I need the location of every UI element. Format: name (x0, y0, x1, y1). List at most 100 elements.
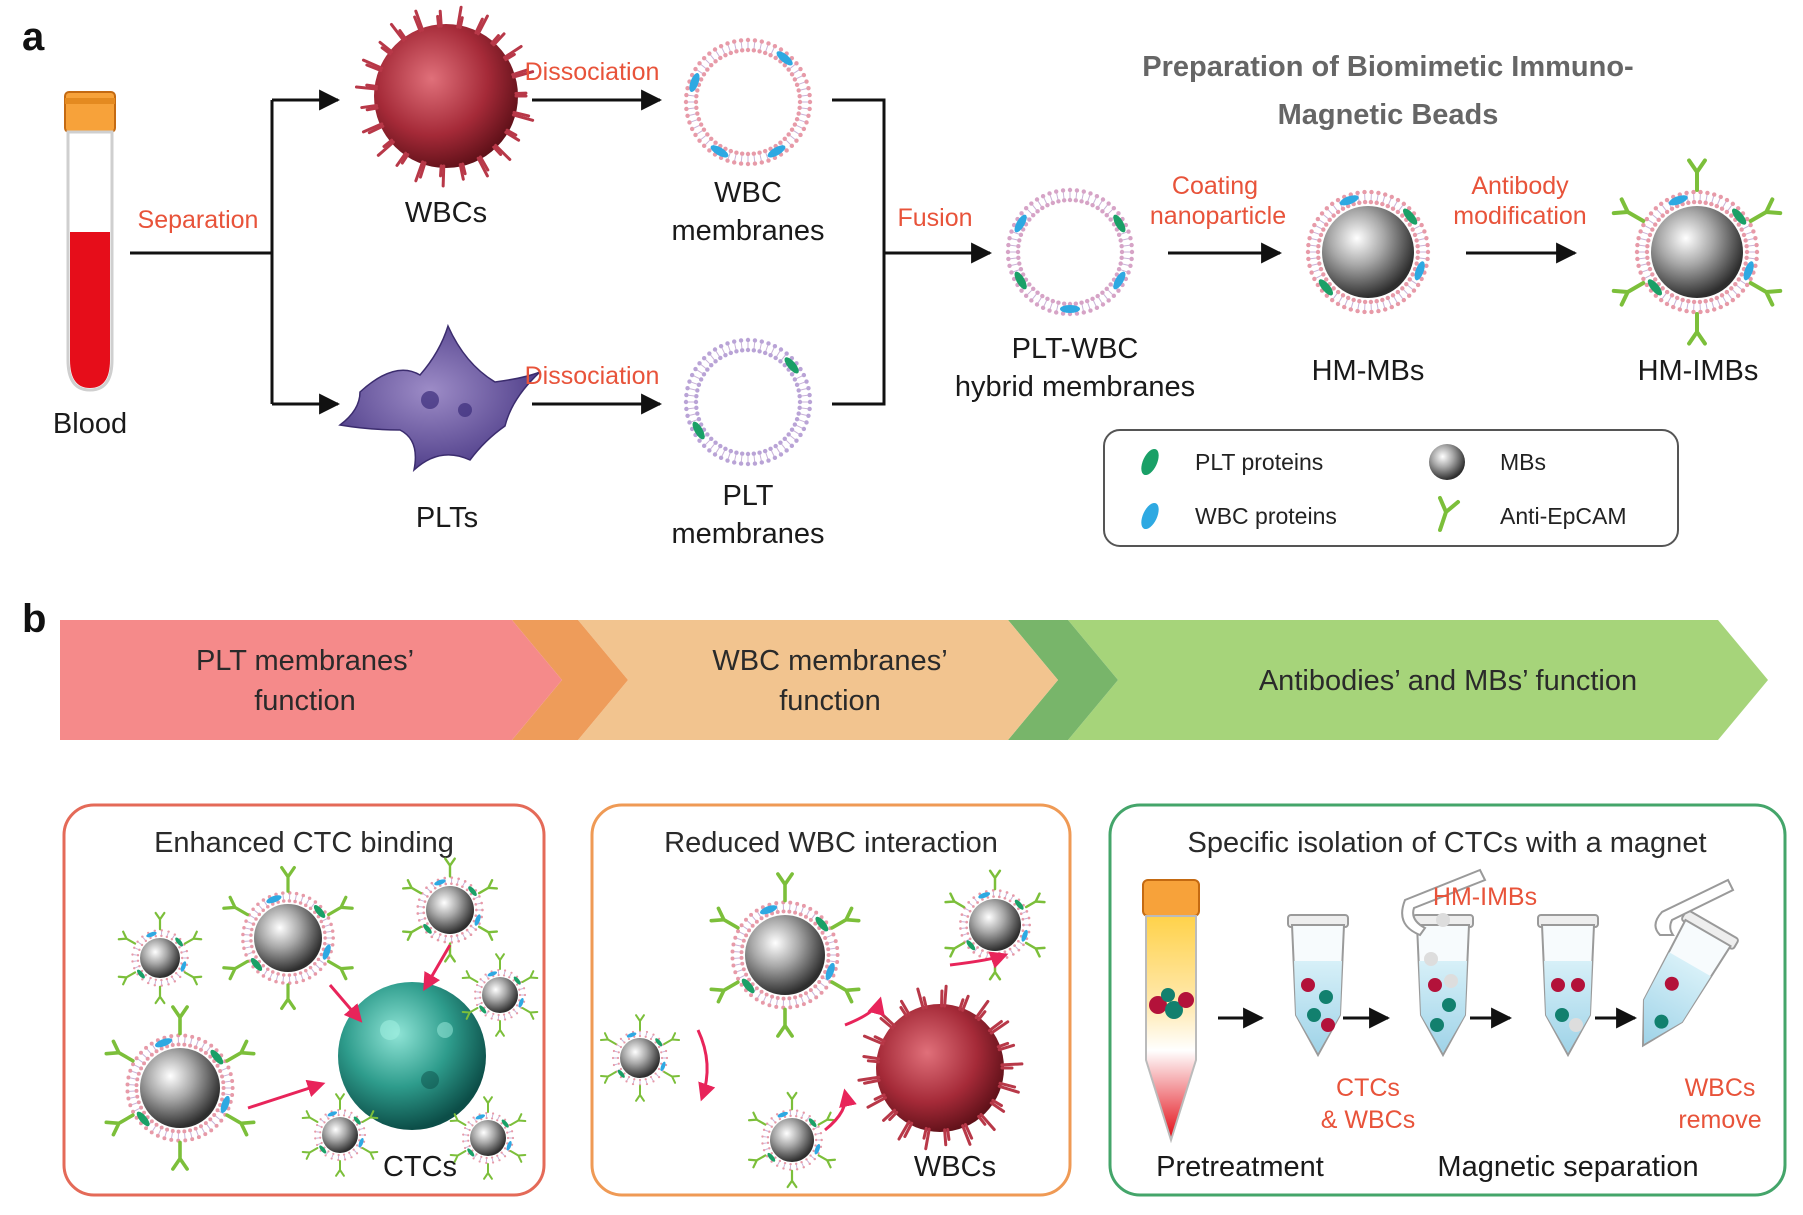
lipid-head (1724, 197, 1730, 203)
lipid-head (503, 969, 507, 972)
lipid-head (766, 1135, 770, 1139)
wbc-protein-icon (327, 1111, 338, 1117)
lipid-tail (148, 978, 151, 983)
lipid-head (497, 1013, 500, 1017)
lipid-head (693, 66, 698, 72)
lipid-head (1061, 301, 1067, 306)
lipid-head (1019, 288, 1024, 293)
lipid-head (1638, 229, 1643, 234)
lipid-head (709, 63, 714, 68)
lipid-head (352, 1148, 355, 1151)
lipid-head (762, 1128, 766, 1132)
lipid-head (649, 1037, 653, 1041)
lipid-head (1316, 243, 1321, 249)
lipid-tail (465, 1145, 469, 1149)
lipid-tail (1310, 257, 1317, 260)
lipid-head (759, 916, 764, 921)
lipid-head (1719, 206, 1725, 211)
lipid-head (616, 1056, 620, 1060)
lipid-head (1400, 286, 1405, 291)
cell-spike (511, 113, 535, 122)
lipid-head (327, 1150, 330, 1153)
lipid-head (1100, 302, 1106, 307)
wbc-protein-icon (777, 1111, 789, 1118)
lipid-tail (655, 1073, 659, 1077)
lipid-tail (740, 42, 743, 49)
lipid-tail (1747, 238, 1754, 241)
lipid-tail (1407, 285, 1413, 290)
antibody-icon (171, 1005, 189, 1036)
plt-protein-icon (313, 905, 326, 918)
lipid-head (1412, 232, 1418, 238)
lipid-head (782, 63, 787, 68)
lipid-tail (789, 435, 796, 440)
lipid-head (768, 52, 773, 58)
lipid-head (1419, 276, 1424, 282)
lipid-head (744, 933, 749, 938)
lipid-head (789, 1162, 792, 1166)
lipid-head (1395, 289, 1401, 295)
lipid-head (481, 908, 484, 912)
lipid-head (1415, 282, 1421, 288)
lipid-head (1307, 235, 1312, 241)
cell-spike (365, 63, 383, 72)
lipid-head (807, 399, 813, 405)
lipid-head (1674, 295, 1680, 301)
lipid-head (774, 1156, 777, 1159)
lipid-tail (689, 413, 696, 416)
lipid-head (959, 927, 962, 930)
lipid-tail (477, 984, 481, 988)
lipid-head (154, 978, 158, 982)
lipid-tail (1092, 300, 1097, 307)
lipid-head (657, 1045, 661, 1049)
plt-protein-icon (1014, 899, 1024, 910)
lipid-head (814, 1133, 817, 1136)
lipid-head (230, 1093, 235, 1097)
lipid-tail (1332, 293, 1338, 299)
lipid-head (468, 1128, 471, 1132)
lipid-head (337, 1108, 340, 1112)
lipid-head (1415, 255, 1420, 261)
lipid-head (820, 975, 825, 980)
lipid-tail (471, 926, 476, 930)
lipid-head (1714, 203, 1720, 209)
lipid-head (960, 934, 964, 937)
lipid-tail (497, 1156, 500, 1160)
lipid-head (814, 995, 819, 1000)
lipid-tail (1388, 198, 1392, 205)
lipid-head (657, 1067, 661, 1071)
antibody-icon (1611, 197, 1646, 223)
lipid-head (807, 106, 812, 112)
lipid-tail (326, 930, 332, 933)
lipid-tail (689, 113, 696, 116)
wbc-protein-icon (506, 1140, 512, 1151)
lipid-head (1414, 261, 1419, 266)
lipid-head (450, 882, 453, 885)
lipid-tail (137, 1058, 143, 1063)
lipid-head (485, 1161, 488, 1165)
cell-spike (478, 155, 490, 172)
lipid-head (789, 372, 795, 377)
lipid-tail (1098, 200, 1103, 207)
lipid-head (1709, 297, 1714, 303)
lipid-tail (1722, 201, 1727, 208)
lipid-head (751, 348, 757, 353)
lipid-head (1705, 308, 1710, 314)
lipid-head (1074, 311, 1080, 316)
antibody-icon (222, 959, 250, 981)
antibody-icon (361, 1110, 379, 1123)
lipid-head (801, 372, 807, 378)
lipid-head (208, 1054, 213, 1059)
lipid-head (723, 446, 728, 452)
lipid-head (762, 350, 768, 356)
antibody-icon (709, 980, 740, 1004)
lipid-tail (759, 154, 762, 161)
microtube-icon (1412, 913, 1474, 1058)
lipid-tail (1711, 196, 1715, 203)
lipid-head (153, 929, 157, 933)
lipid-head (503, 1018, 507, 1021)
lipid-head (797, 105, 802, 111)
lipid-head (1047, 308, 1052, 313)
wbc-protein-icon (1113, 271, 1126, 290)
lipid-head (645, 1082, 649, 1086)
